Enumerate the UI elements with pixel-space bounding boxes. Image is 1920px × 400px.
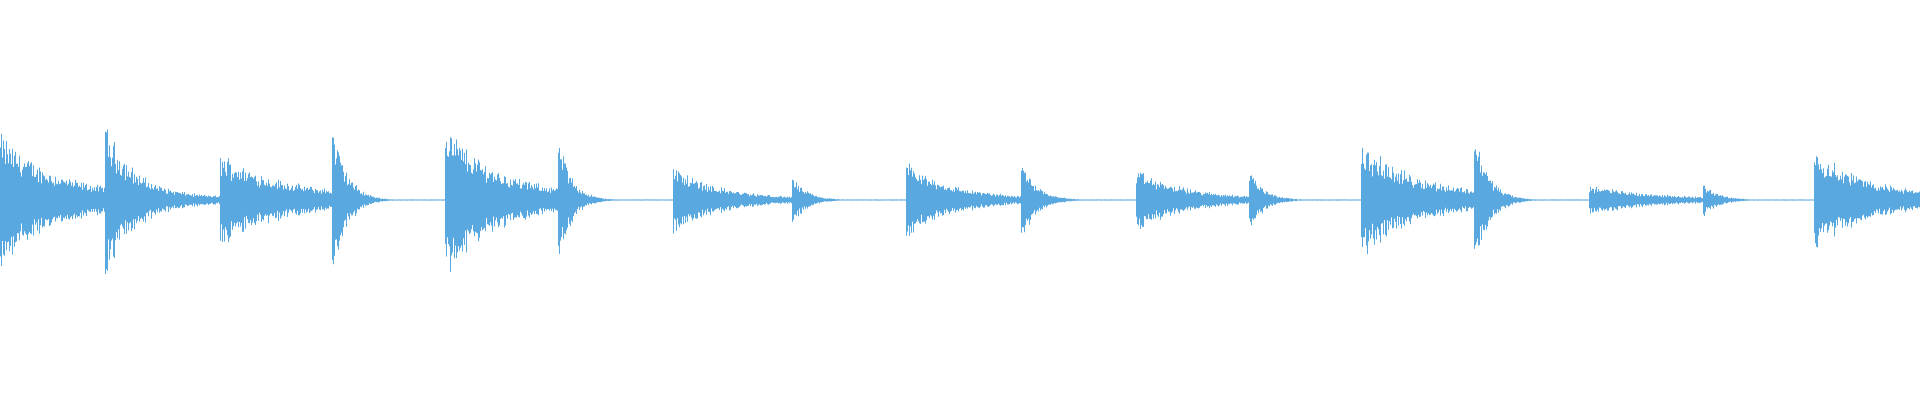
- waveform-hit-10: [1021, 168, 1137, 233]
- waveform-hit-4: [332, 137, 446, 265]
- waveform-hit-13: [1361, 147, 1475, 255]
- waveform-hit-3: [220, 158, 333, 243]
- waveform-hit-1: [0, 133, 106, 266]
- waveform-hit-14: [1474, 149, 1590, 249]
- waveform-hit-7: [673, 169, 793, 234]
- waveform-hit-16: [1703, 185, 1815, 217]
- waveform-hit-5: [445, 137, 559, 273]
- waveform-hit-2: [105, 129, 221, 274]
- waveform-hits: [0, 129, 1920, 274]
- waveform-hit-12: [1249, 175, 1362, 226]
- waveform-hit-15: [1589, 186, 1704, 214]
- waveform-hit-6: [558, 147, 674, 254]
- waveform-hit-8: [792, 179, 907, 222]
- waveform-hit-9: [906, 163, 1022, 236]
- waveform-hit-17: [1814, 156, 1920, 248]
- waveform-hit-11: [1136, 172, 1250, 229]
